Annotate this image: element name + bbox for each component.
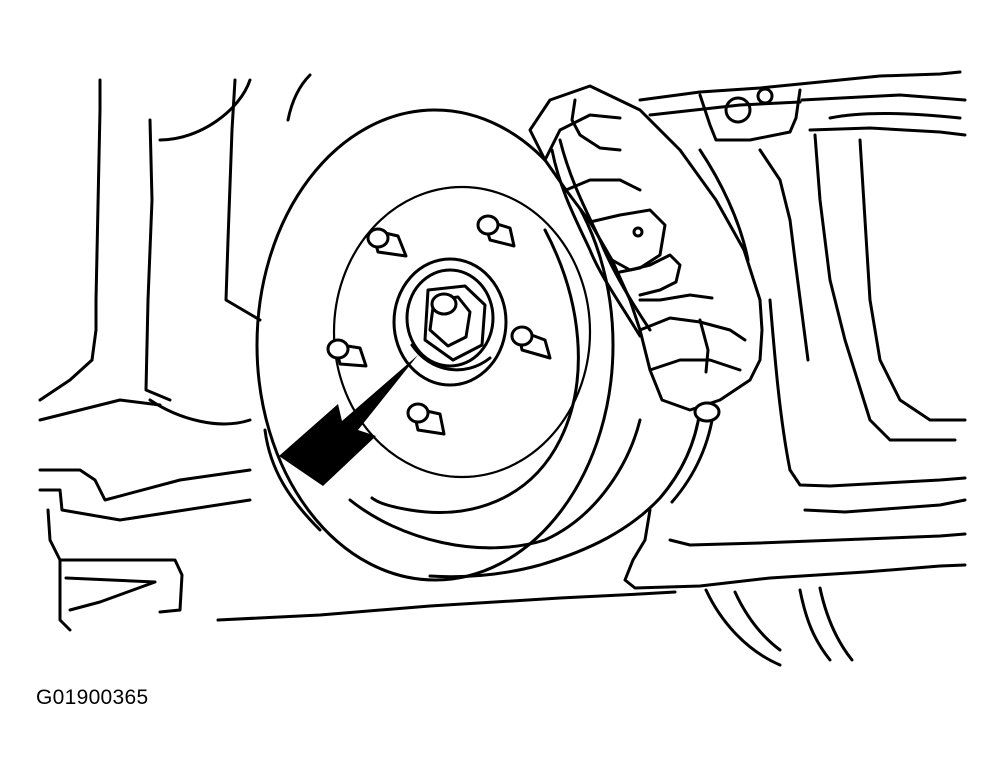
pointer-arrow bbox=[279, 355, 418, 486]
body-structure bbox=[38, 73, 677, 632]
brake-caliper bbox=[528, 84, 764, 412]
right-structure bbox=[623, 70, 967, 667]
brake-hose bbox=[428, 138, 721, 579]
axle-nut bbox=[423, 284, 487, 362]
brake-rotor bbox=[255, 108, 642, 582]
figure-code: G01900365 bbox=[36, 686, 149, 709]
wheel-hub bbox=[392, 257, 508, 387]
wheel-stud bbox=[326, 214, 552, 436]
